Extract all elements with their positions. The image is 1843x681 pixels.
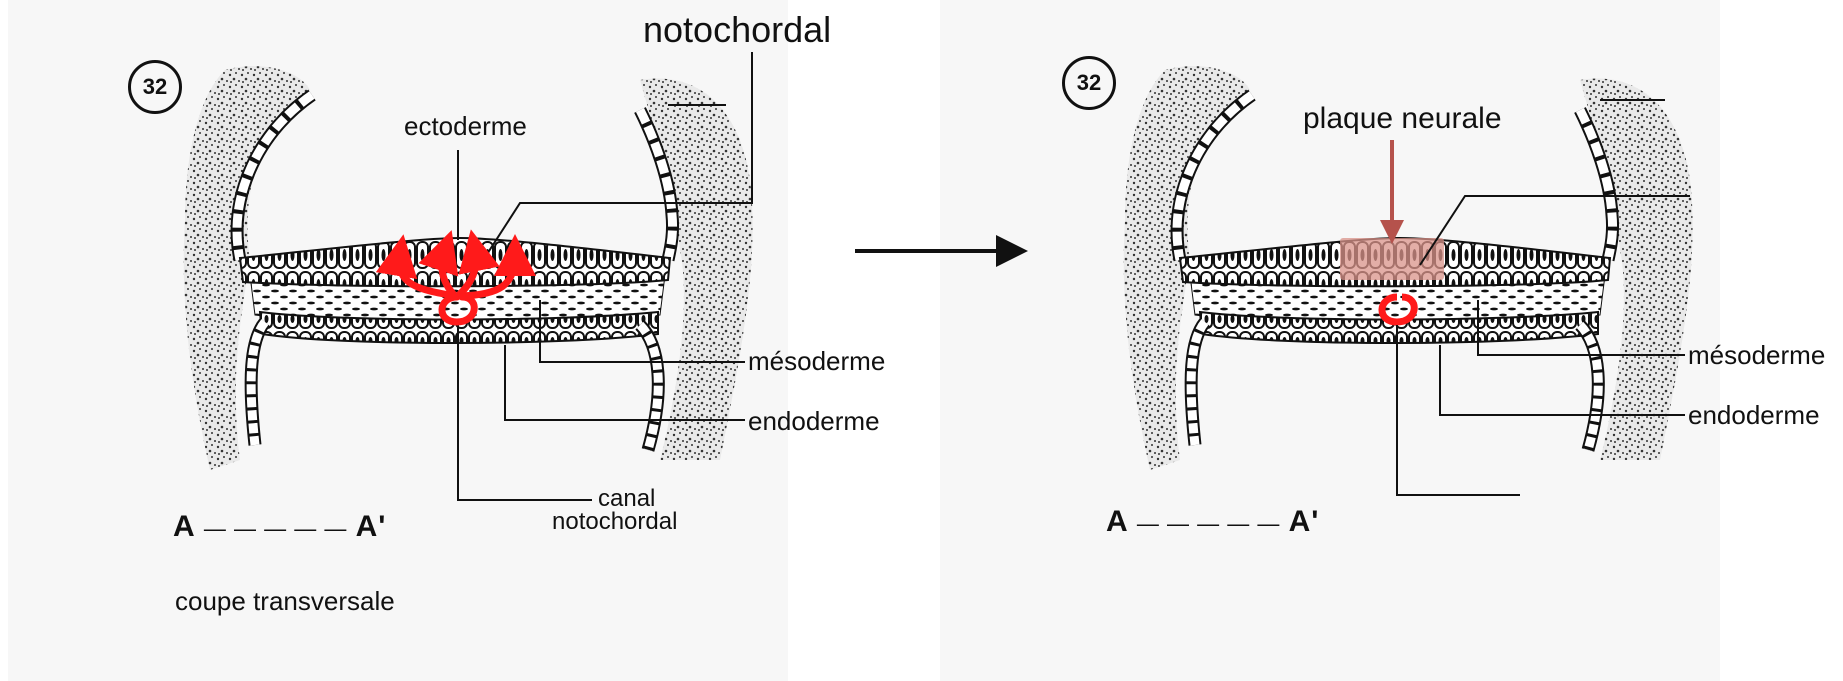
neural-plate-highlight xyxy=(1340,238,1444,280)
label-canal-notochordal: notochordal xyxy=(552,510,677,534)
axis-dashes-left: — — — — — xyxy=(204,516,347,541)
axis-a-right: A xyxy=(1106,505,1128,538)
axis-a-prime-left: A' xyxy=(356,510,387,543)
figure-number-badge-left: 32 xyxy=(128,60,182,114)
section-axis-right: A — — — — — A' xyxy=(1106,505,1319,539)
label-right-endoderme: endoderme xyxy=(1688,402,1820,428)
label-ectoderme: ectoderme xyxy=(404,113,527,139)
label-mesoderme: mésoderme xyxy=(748,348,885,374)
label-plaque-neurale: plaque neurale xyxy=(1303,104,1502,134)
figure-number-badge-right: 32 xyxy=(1062,56,1116,110)
section-axis-left: A — — — — — A' xyxy=(173,510,386,544)
axis-a-prime-right: A' xyxy=(1289,505,1320,538)
label-right-mesoderme: mésoderme xyxy=(1688,342,1825,368)
caption-coupe-transversale: coupe transversale xyxy=(175,588,395,614)
label-notochordal-title: notochordal xyxy=(643,12,831,48)
axis-dashes-right: — — — — — xyxy=(1137,511,1280,536)
leader-canal xyxy=(458,320,592,500)
axis-a-left: A xyxy=(173,510,195,543)
label-endoderme: endoderme xyxy=(748,408,880,434)
leader-right-canal xyxy=(1397,325,1520,495)
